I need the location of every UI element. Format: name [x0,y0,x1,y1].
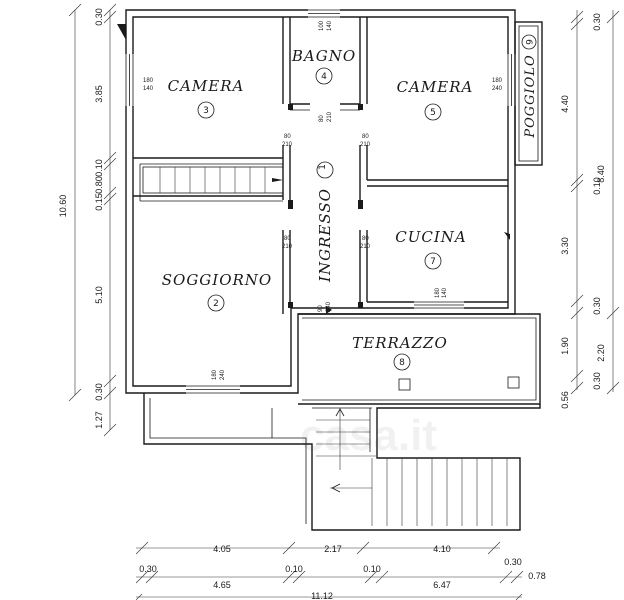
dim-right-outer-total: 8.40 [596,165,606,183]
dim-right-f: 1.90 [560,337,570,355]
watermark: casa.it [300,411,437,460]
room-camera-5-label: CAMERA [397,78,474,96]
room-ingresso-number: 1 [318,164,328,170]
room-soggiorno-number: 2 [213,299,219,309]
window-camera5-width: 180 [492,78,503,84]
door-jambs [288,104,510,314]
window-cucina: 180 140 [414,287,464,309]
dims-right: 8.40 2.20 0.30 4.40 0.10 3.30 0.30 1.90 … [560,10,620,409]
door-bagno-width: 80 [319,115,325,122]
room-camera-3-number: 3 [203,106,209,116]
door-entry-width: 90 [318,305,324,312]
dim-right-e: 0.30 [592,297,602,315]
dim-bottom-total: 11.12 [311,591,333,600]
dim-bottom-row1-b: 2.17 [324,544,342,554]
door-bagno-height: 210 [327,111,333,122]
terrazzo-pillar-left [398,378,411,391]
room-soggiorno-2: SOGGIORNO 2 [162,271,272,312]
dim-bottom-row2-b: 4.65 [213,580,231,590]
window-soggiorno-width: 180 [212,369,218,380]
dims-bottom: 4.05 2.17 4.10 0.30 4.65 0.10 0.10 6.47 … [135,541,546,600]
room-terrazzo-number: 8 [399,358,405,368]
door-cucina-width: 80 [362,236,369,242]
dim-left-total: 10.60 [58,195,68,218]
terrazzo-outline [298,313,541,405]
window-soggiorno: 180 240 [186,369,240,395]
room-bagno-label: BAGNO [291,47,356,65]
room-cucina-label: CUCINA [395,228,466,246]
room-terrazzo-label: TERRAZZO [352,334,448,352]
dims-left: 10.60 0.30 3.85 0.10 0.80 0.15 5.10 0.30… [58,3,117,437]
dim-right-g: 0.30 [592,372,602,390]
door-soggiorno-width: 80 [284,236,291,242]
door-camera3-height: 210 [282,142,293,148]
external-stair [143,393,541,531]
room-camera-5: CAMERA 5 [397,78,474,121]
window-cucina-width: 180 [435,287,441,298]
window-camera3: 180 140 [124,54,154,106]
dim-bottom-row2-c: 0.10 [285,564,303,574]
dim-bottom-row2-f: 0.30 [504,557,522,567]
door-entry-height: 240 [326,301,332,312]
window-camera3-width: 180 [143,78,154,84]
dim-bottom-row2-d: 0.10 [363,564,381,574]
dim-bottom-row1-a: 4.05 [213,544,231,554]
dim-left-f: 5.10 [94,286,104,304]
window-camera3-height: 140 [143,86,154,92]
dim-right-a: 0.30 [592,13,602,31]
door-soggiorno-height: 210 [282,244,293,250]
window-bagno-height: 140 [327,20,333,31]
door-labels: 80 210 80 210 80 210 80 210 80 210 90 24… [282,111,371,312]
room-poggiolo-6: 6 POGGIOLO [521,34,538,139]
internal-stair [142,166,284,194]
dim-right-inner-total: 2.20 [596,344,606,362]
window-bagno-width: 100 [319,20,325,31]
column-mark [117,24,126,40]
dim-left-h: 1.27 [94,411,104,429]
dim-bottom-row2-e: 6.47 [433,580,451,590]
door-cucina-height: 210 [360,244,371,250]
room-camera-3-label: CAMERA [168,77,245,95]
dim-left-c: 0.10 [94,159,104,177]
room-ingresso-label: INGRESSO [316,188,334,283]
room-soggiorno-label: SOGGIORNO [162,271,272,289]
room-bagno-4: BAGNO 4 [291,47,356,85]
room-ingresso-1: 1 INGRESSO [316,161,334,283]
dim-left-d: 0.80 [94,176,104,194]
dim-left-e: 0.15 [94,193,104,211]
dim-right-b: 4.40 [560,95,570,113]
poggiolo-balcony [514,21,543,166]
dim-bottom-row2-a: 0.30 [139,564,157,574]
dim-left-a: 0.30 [94,8,104,26]
window-bagno: 100 140 [308,8,340,31]
terrazzo-pillar-right [507,376,520,389]
dim-bottom-row1-c: 4.10 [433,544,451,554]
door-camera5-width: 80 [362,134,369,140]
room-cucina-7: CUCINA 7 [395,228,466,270]
dim-bottom-row2-g: 0.78 [528,571,546,581]
door-camera5-height: 210 [360,142,371,148]
room-terrazzo-8: TERRAZZO 8 [352,334,448,371]
room-bagno-number: 4 [321,72,327,82]
room-camera-3: CAMERA 3 [168,77,245,119]
dim-left-g: 0.30 [94,383,104,401]
window-camera5: 180 240 [492,54,517,106]
room-cucina-number: 7 [430,257,436,267]
dim-left-b: 3.85 [94,85,104,103]
room-poggiolo-number: 6 [523,39,533,45]
room-camera-5-number: 5 [430,108,436,118]
dim-right-c: 0.10 [592,177,602,195]
window-camera5-height: 240 [492,86,503,92]
window-soggiorno-height: 240 [220,369,226,380]
dim-right-h: 0.56 [560,391,570,409]
door-camera3-width: 80 [284,134,291,140]
window-cucina-height: 140 [442,287,448,298]
dim-right-d: 3.30 [560,237,570,255]
room-poggiolo-label: POGGIOLO [523,54,538,138]
